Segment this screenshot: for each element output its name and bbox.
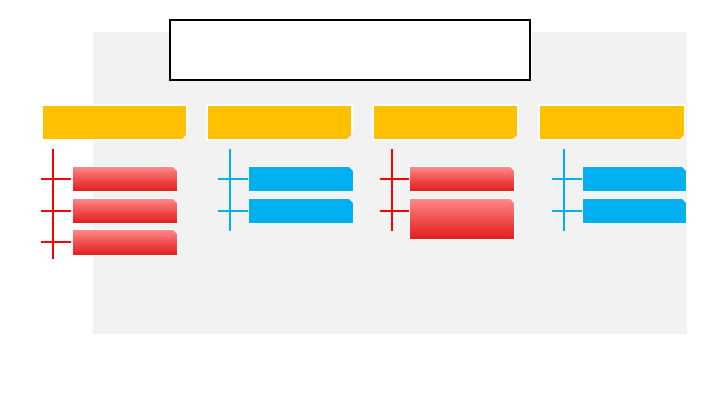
column-3-tick-1 [380, 178, 410, 180]
column-1-tick-2 [41, 210, 71, 212]
column-1-item-1 [72, 166, 178, 192]
column-3-connector-line [391, 149, 393, 231]
column-2-tick-2 [218, 210, 248, 212]
column-4-item-2 [582, 198, 687, 224]
column-2-item-2 [248, 198, 354, 224]
column-1-item-2 [72, 198, 178, 224]
column-3-item-2 [409, 198, 515, 240]
column-3-item-1 [409, 166, 515, 192]
column-1-tick-1 [41, 178, 71, 180]
column-header-3 [372, 104, 519, 141]
column-1-connector-line [52, 149, 54, 259]
column-header-1 [41, 104, 188, 141]
column-3-tick-2 [380, 210, 410, 212]
column-1-item-3 [72, 229, 178, 256]
column-1-tick-3 [41, 241, 71, 243]
column-4-connector-line [563, 149, 565, 231]
column-2-item-1 [248, 166, 354, 192]
column-2-connector-line [229, 149, 231, 231]
column-header-4 [538, 104, 686, 141]
column-4-item-1 [582, 166, 687, 192]
column-4-tick-2 [552, 210, 582, 212]
column-header-2 [206, 104, 353, 141]
column-2-tick-1 [218, 178, 248, 180]
title-box [169, 19, 531, 81]
column-4-tick-1 [552, 178, 582, 180]
